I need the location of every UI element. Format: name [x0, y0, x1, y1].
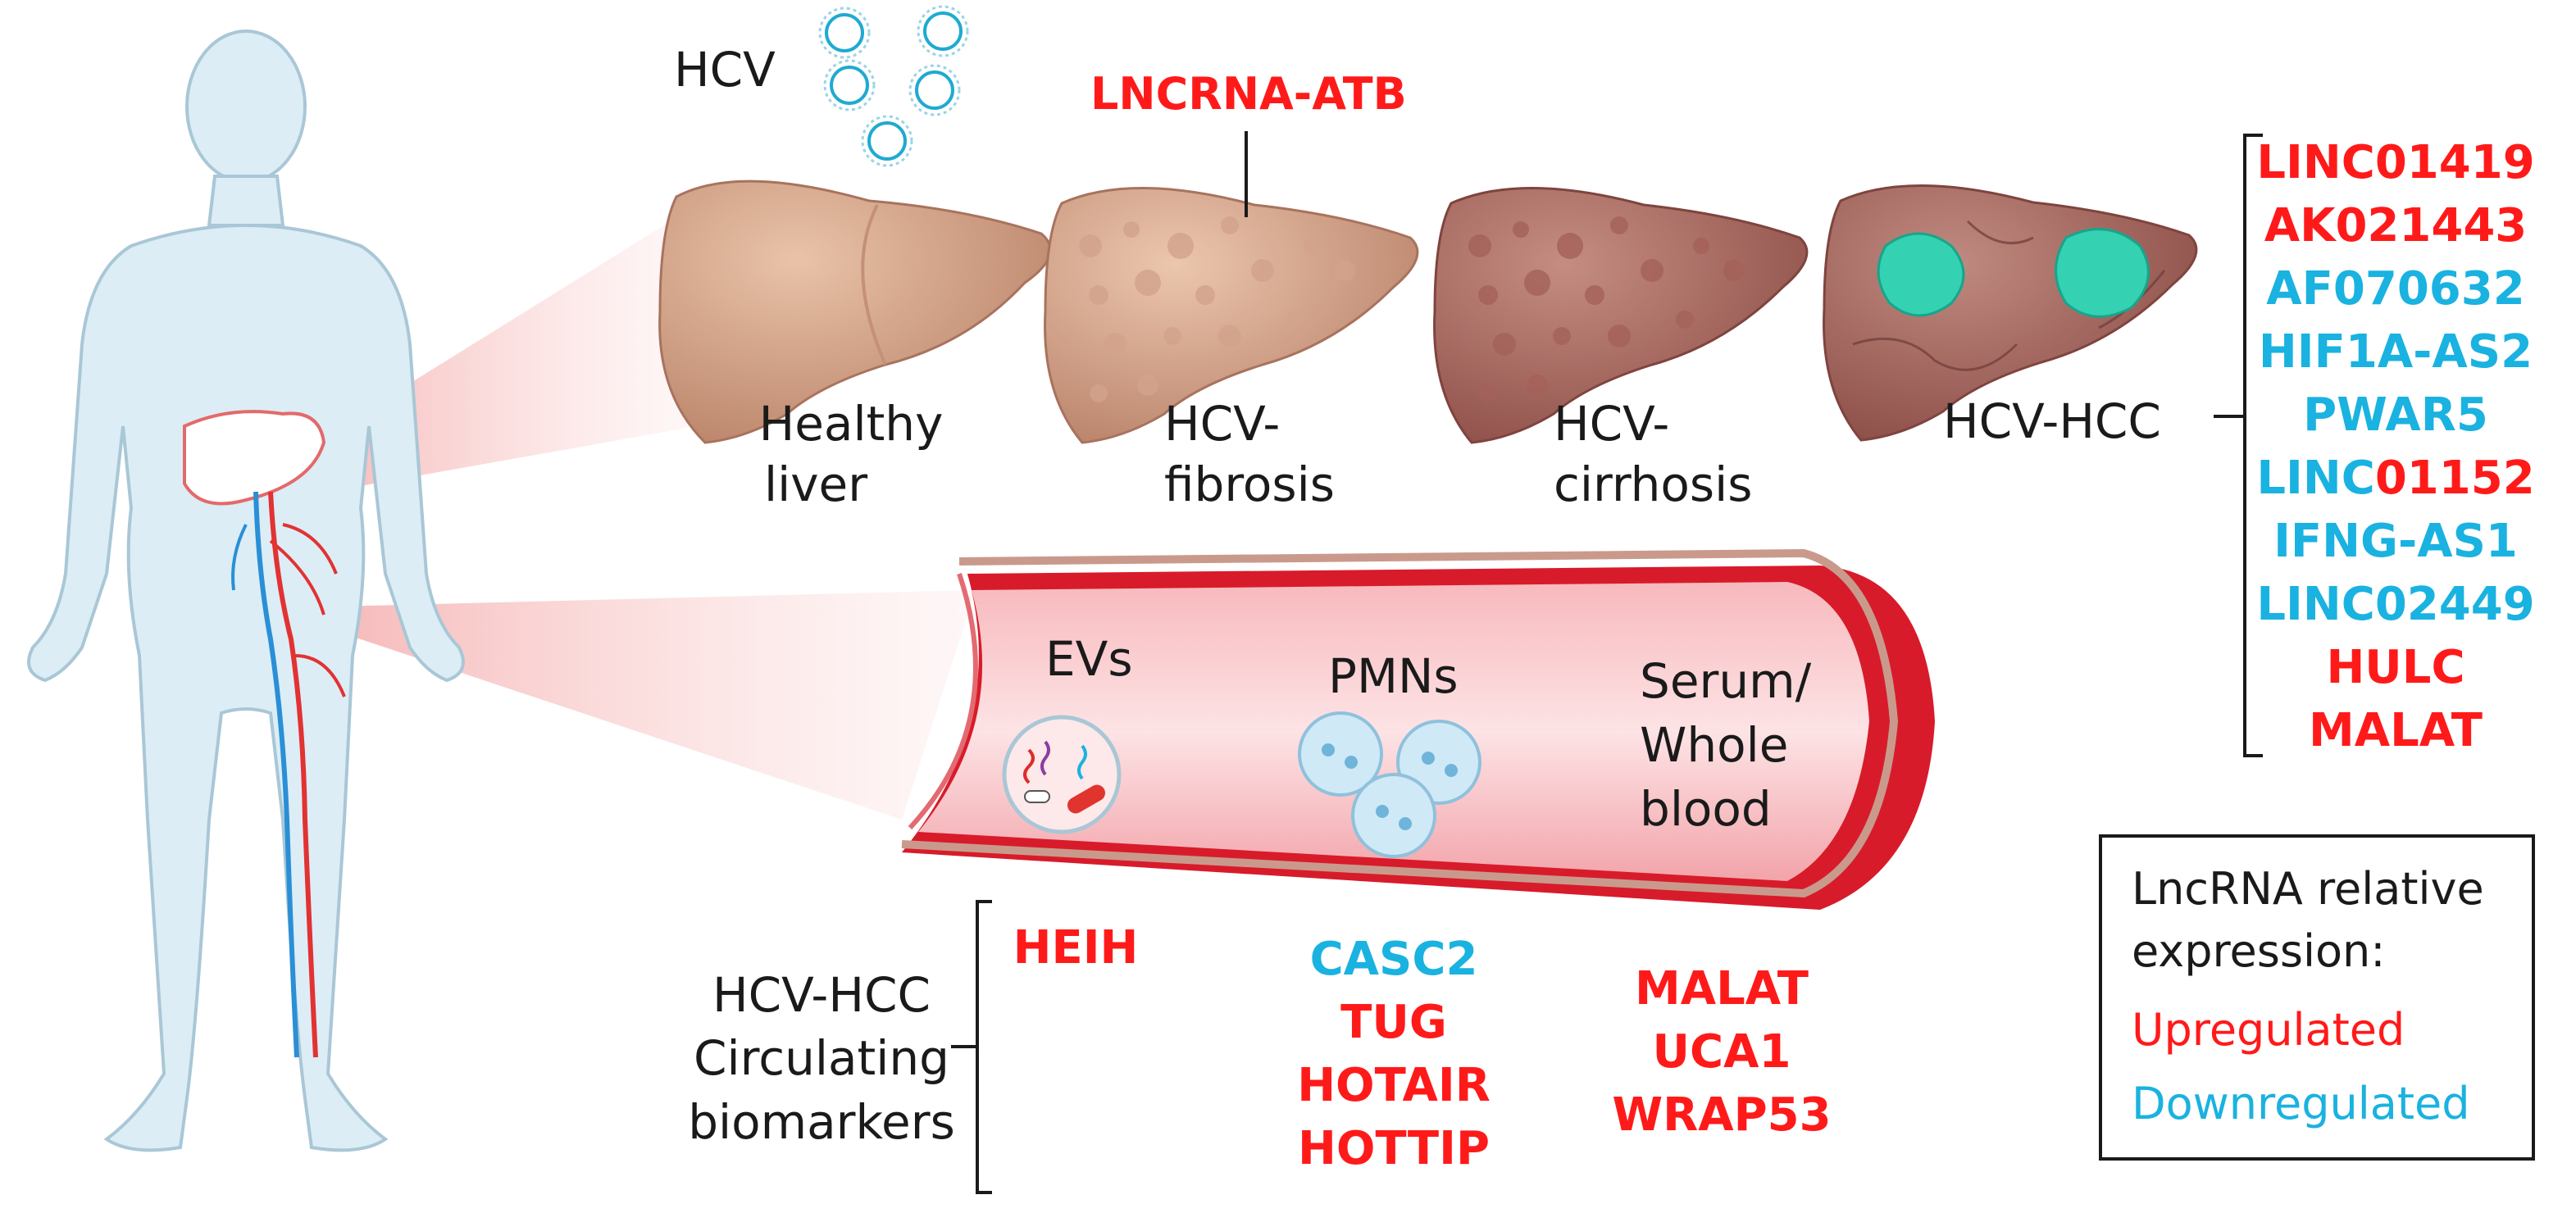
- hcc-tissue-list: LINC01419 AK021443 AF070632 HIF1A-AS2 PW…: [2256, 131, 2534, 762]
- legend-title-line2: expression:: [2132, 925, 2386, 977]
- vessel-serum-line3: blood: [1640, 781, 1772, 837]
- lncrna-hulc: HULC: [2326, 641, 2465, 694]
- hcv-label: HCV: [674, 42, 776, 98]
- pmn-marker-list: CASC2 TUG HOTAIR HOTTIP: [1297, 928, 1491, 1180]
- serum-marker-uca1: UCA1: [1652, 1025, 1791, 1079]
- stage-cirrhosis-line1: HCV-: [1554, 396, 1670, 452]
- lncrna-pwar5: PWAR5: [2303, 388, 2488, 442]
- stage-fibrosis-line2: fibrosis: [1164, 457, 1335, 512]
- serum-marker-malat: MALAT: [1635, 962, 1809, 1015]
- hcc-tumor-right: [2055, 228, 2150, 318]
- circulating-bracket: [951, 900, 992, 1194]
- hcc-list-bracket: [2214, 134, 2263, 757]
- liver-healthy: [658, 179, 1052, 444]
- zoom-cone-liver: [328, 205, 697, 492]
- lncrna-linc01419: LINC01419: [2256, 136, 2535, 189]
- stage-fibrosis-line1: HCV-: [1164, 396, 1281, 452]
- lncrna-linc01152-part1: LINC: [2256, 452, 2375, 505]
- vessel-evs-label: EVs: [1045, 631, 1133, 687]
- circulating-line3: biomarkers: [688, 1094, 955, 1150]
- legend-downregulated: Downregulated: [2132, 1078, 2470, 1129]
- legend-title-line1: LncRNA relative: [2132, 863, 2484, 915]
- extracellular-vesicle-icon: [1002, 715, 1122, 834]
- lncrna-hif1a-as2: HIF1A-AS2: [2258, 325, 2533, 379]
- body-liver-icon: [183, 410, 326, 506]
- vessel-serum-line1: Serum/: [1640, 653, 1812, 709]
- body-vessels: [231, 491, 346, 1058]
- ev-marker-list: HEIH: [1013, 916, 1139, 979]
- hcv-virus-particles: [825, 11, 963, 161]
- zoom-cone-vessel: [336, 590, 976, 820]
- serum-marker-list: MALAT UCA1 WRAP53: [1612, 957, 1831, 1147]
- pmn-marker-tug: TUG: [1340, 996, 1447, 1049]
- lncrna-malat: MALAT: [2309, 704, 2483, 757]
- vessel-serum-line2: Whole: [1640, 717, 1789, 773]
- stage-hcc-label: HCV-HCC: [1943, 393, 2161, 449]
- pmn-marker-hottip: HOTTIP: [1297, 1122, 1491, 1175]
- circulating-line2: Circulating: [694, 1030, 949, 1086]
- lncrna-linc02449: LINC02449: [2256, 578, 2535, 631]
- lncrna-ifng-as1: IFNG-AS1: [2273, 515, 2518, 568]
- liver-fibrosis: [1044, 187, 1419, 444]
- pmn-marker-casc2: CASC2: [1309, 933, 1478, 986]
- stage-healthy-line1: Healthy: [758, 396, 944, 452]
- ev-marker-heih: HEIH: [1013, 921, 1139, 974]
- human-body: [27, 30, 465, 1152]
- legend-upregulated: Upregulated: [2132, 1004, 2405, 1056]
- stage-healthy-line2: liver: [764, 457, 868, 512]
- lncrna-ak021443: AK021443: [2264, 199, 2528, 252]
- circulating-line1: HCV-HCC: [712, 967, 931, 1023]
- lncrna-linc01152-part2: 01152: [2374, 452, 2535, 505]
- legend-box: LncRNA relative expression: Upregulated …: [2099, 834, 2535, 1161]
- pmn-marker-hotair: HOTAIR: [1297, 1059, 1491, 1112]
- lncrna-atb-label: LNCRNA-ATB: [1090, 68, 1407, 120]
- vessel-pmns-label: PMNs: [1328, 648, 1459, 704]
- liver-cirrhosis: [1433, 187, 1809, 444]
- stage-cirrhosis-line2: cirrhosis: [1554, 457, 1753, 512]
- pmn-cells-icon: [1298, 711, 1481, 858]
- hcc-tumor-left: [1877, 232, 1965, 317]
- serum-marker-wrap53: WRAP53: [1612, 1088, 1832, 1142]
- lncrna-linc01152: LINC01152: [2256, 447, 2534, 510]
- lncrna-af070632: AF070632: [2266, 262, 2525, 316]
